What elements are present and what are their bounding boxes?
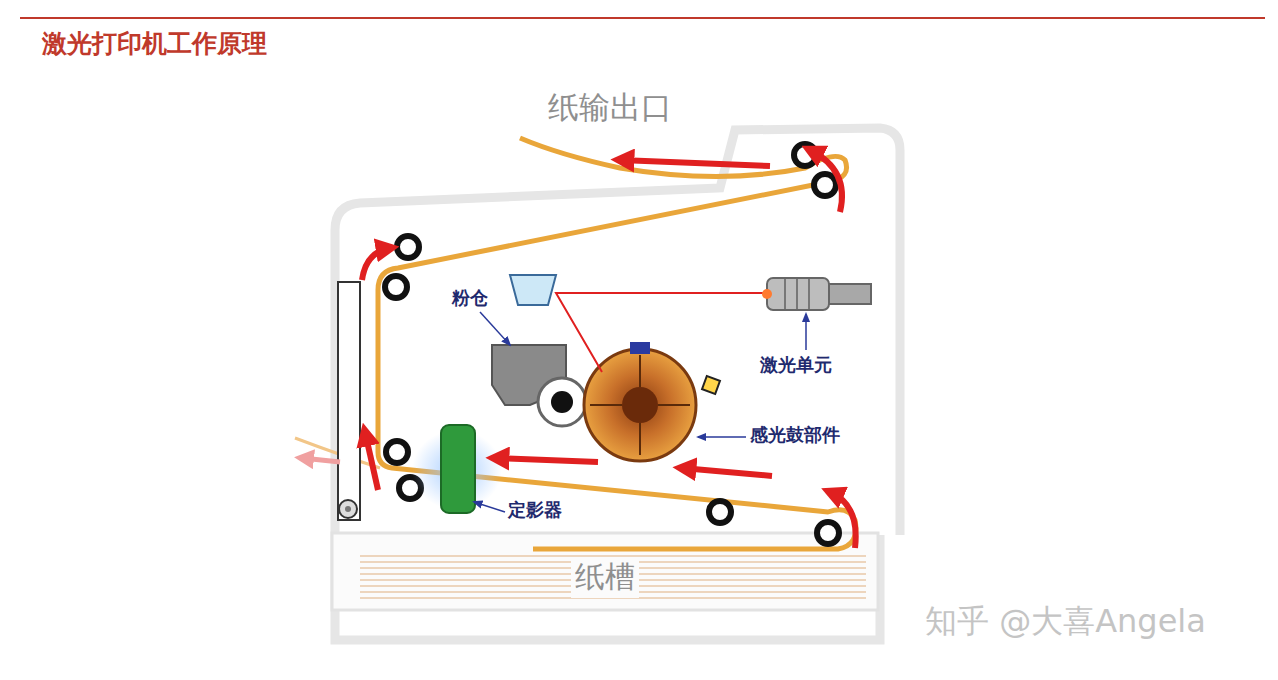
paper-tray	[332, 533, 878, 610]
roller	[385, 276, 407, 298]
top-rule	[20, 17, 1265, 19]
paper-tray-box: 纸槽	[333, 548, 877, 606]
leader-lines	[474, 312, 806, 512]
roller	[814, 174, 836, 196]
part-label: 纸输出口	[548, 90, 672, 126]
roller	[794, 144, 816, 166]
laser-beam	[556, 293, 765, 372]
printer-housing	[335, 128, 900, 535]
page-title: 激光打印机工作原理	[42, 30, 267, 59]
roller	[709, 501, 731, 523]
watermark: 知乎 @大喜Angela	[925, 603, 1206, 640]
paper-path	[378, 138, 856, 549]
roller	[397, 236, 419, 258]
door-hinge	[339, 500, 357, 518]
side-door	[338, 282, 360, 520]
part-label: 定影器	[508, 500, 562, 521]
laser-unit	[767, 278, 829, 310]
paper-direction-arrows	[362, 150, 856, 548]
cleaning-blade	[702, 376, 720, 394]
part-label: 粉仓	[452, 288, 488, 309]
charge-roller	[630, 342, 650, 354]
roller	[386, 441, 408, 463]
developer-roller	[538, 378, 586, 426]
tray-label: 纸槽	[571, 557, 639, 598]
fuser	[441, 425, 475, 513]
photosensitive-drum	[584, 349, 696, 461]
part-label: 激光单元	[760, 355, 832, 376]
roller	[817, 522, 839, 544]
mirror	[510, 275, 556, 305]
part-label: 感光鼓部件	[750, 425, 840, 446]
